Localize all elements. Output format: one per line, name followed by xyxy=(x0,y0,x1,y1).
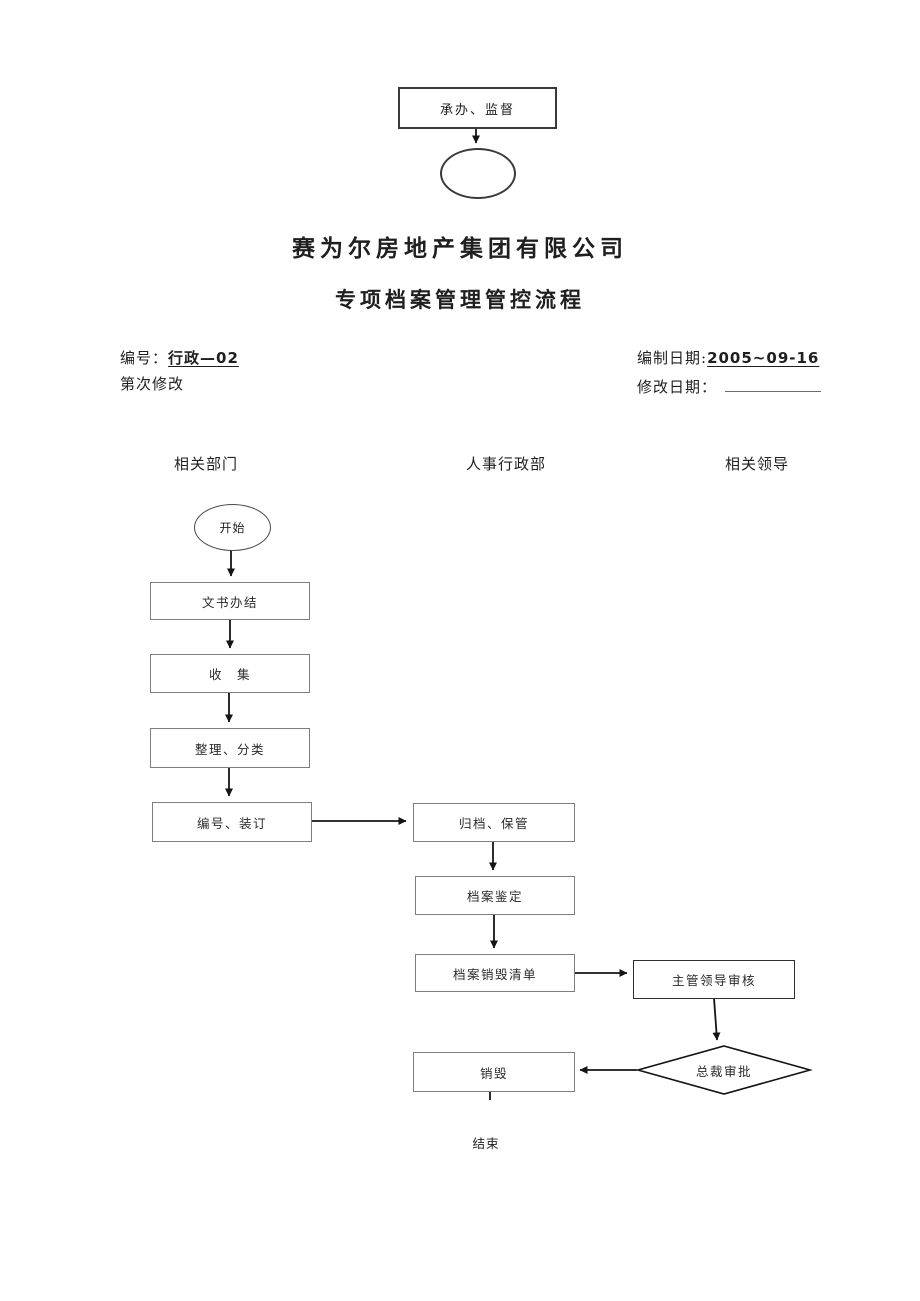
modified-date-row: 修改日期： xyxy=(637,376,822,397)
flow-node-collection: 收 集 xyxy=(150,654,310,693)
flow-node-sorting-classification: 整理、分类 xyxy=(150,728,310,768)
flow-node-label: 销毁 xyxy=(479,1065,508,1081)
flow-node-numbering-binding: 编号、装订 xyxy=(152,802,312,842)
lane-header-hr-admin: 人事行政部 xyxy=(465,455,546,473)
flow-node-label: 归档、保管 xyxy=(458,816,529,831)
flow-node-document-completion: 文书办结 xyxy=(150,582,310,620)
flow-decision-president-approval: 总裁审批 xyxy=(664,1058,784,1082)
flow-node-label: 承办、监督 xyxy=(439,102,515,118)
lane-header-related-departments: 相关部门 xyxy=(173,455,238,473)
created-date-label: 编制日期: xyxy=(637,349,708,367)
process-title: 专项档案管理管控流程 xyxy=(335,287,585,312)
flow-node-label: 档案销毁清单 xyxy=(452,966,537,982)
flow-node-label: 档案鉴定 xyxy=(466,889,523,904)
created-date-value: 2005~09-16 xyxy=(707,349,820,367)
lane-header-related-leaders: 相关领导 xyxy=(724,455,789,473)
doc-number-label: 编号： xyxy=(120,349,169,367)
flow-start-node: 开始 xyxy=(194,504,271,551)
flow-node-label: 总裁审批 xyxy=(695,1063,752,1079)
terminator-ellipse xyxy=(440,148,516,199)
flow-node-label: 收 集 xyxy=(208,667,251,682)
company-title: 赛为尔房地产集团有限公司 xyxy=(292,235,628,262)
flow-node-archive-appraisal: 档案鉴定 xyxy=(415,876,575,915)
flow-end-label: 结束 xyxy=(472,1136,500,1151)
flow-node-filing-keeping: 归档、保管 xyxy=(413,803,575,842)
flow-node-label: 文书办结 xyxy=(201,594,258,610)
flow-node-supervisor-review: 主管领导审核 xyxy=(633,960,795,999)
doc-number-value: 行政—02 xyxy=(168,349,239,367)
flow-start-label: 开始 xyxy=(219,521,246,535)
created-date-row: 编制日期:2005~09-16 xyxy=(637,347,819,368)
flow-node-label: 编号、装订 xyxy=(196,815,267,831)
revision-note: 第次修改 xyxy=(120,375,185,393)
modified-date-label: 修改日期： xyxy=(637,378,718,396)
modified-date-blank xyxy=(725,377,822,392)
doc-number-row: 编号：行政—02 xyxy=(120,347,239,368)
flow-node-label: 主管领导审核 xyxy=(671,973,756,988)
flow-node-handle-supervise: 承办、监督 xyxy=(398,87,557,129)
flow-node-destruction-list: 档案销毁清单 xyxy=(415,954,575,992)
flow-node-destruction: 销毁 xyxy=(413,1052,575,1092)
flow-node-label: 整理、分类 xyxy=(194,741,265,757)
